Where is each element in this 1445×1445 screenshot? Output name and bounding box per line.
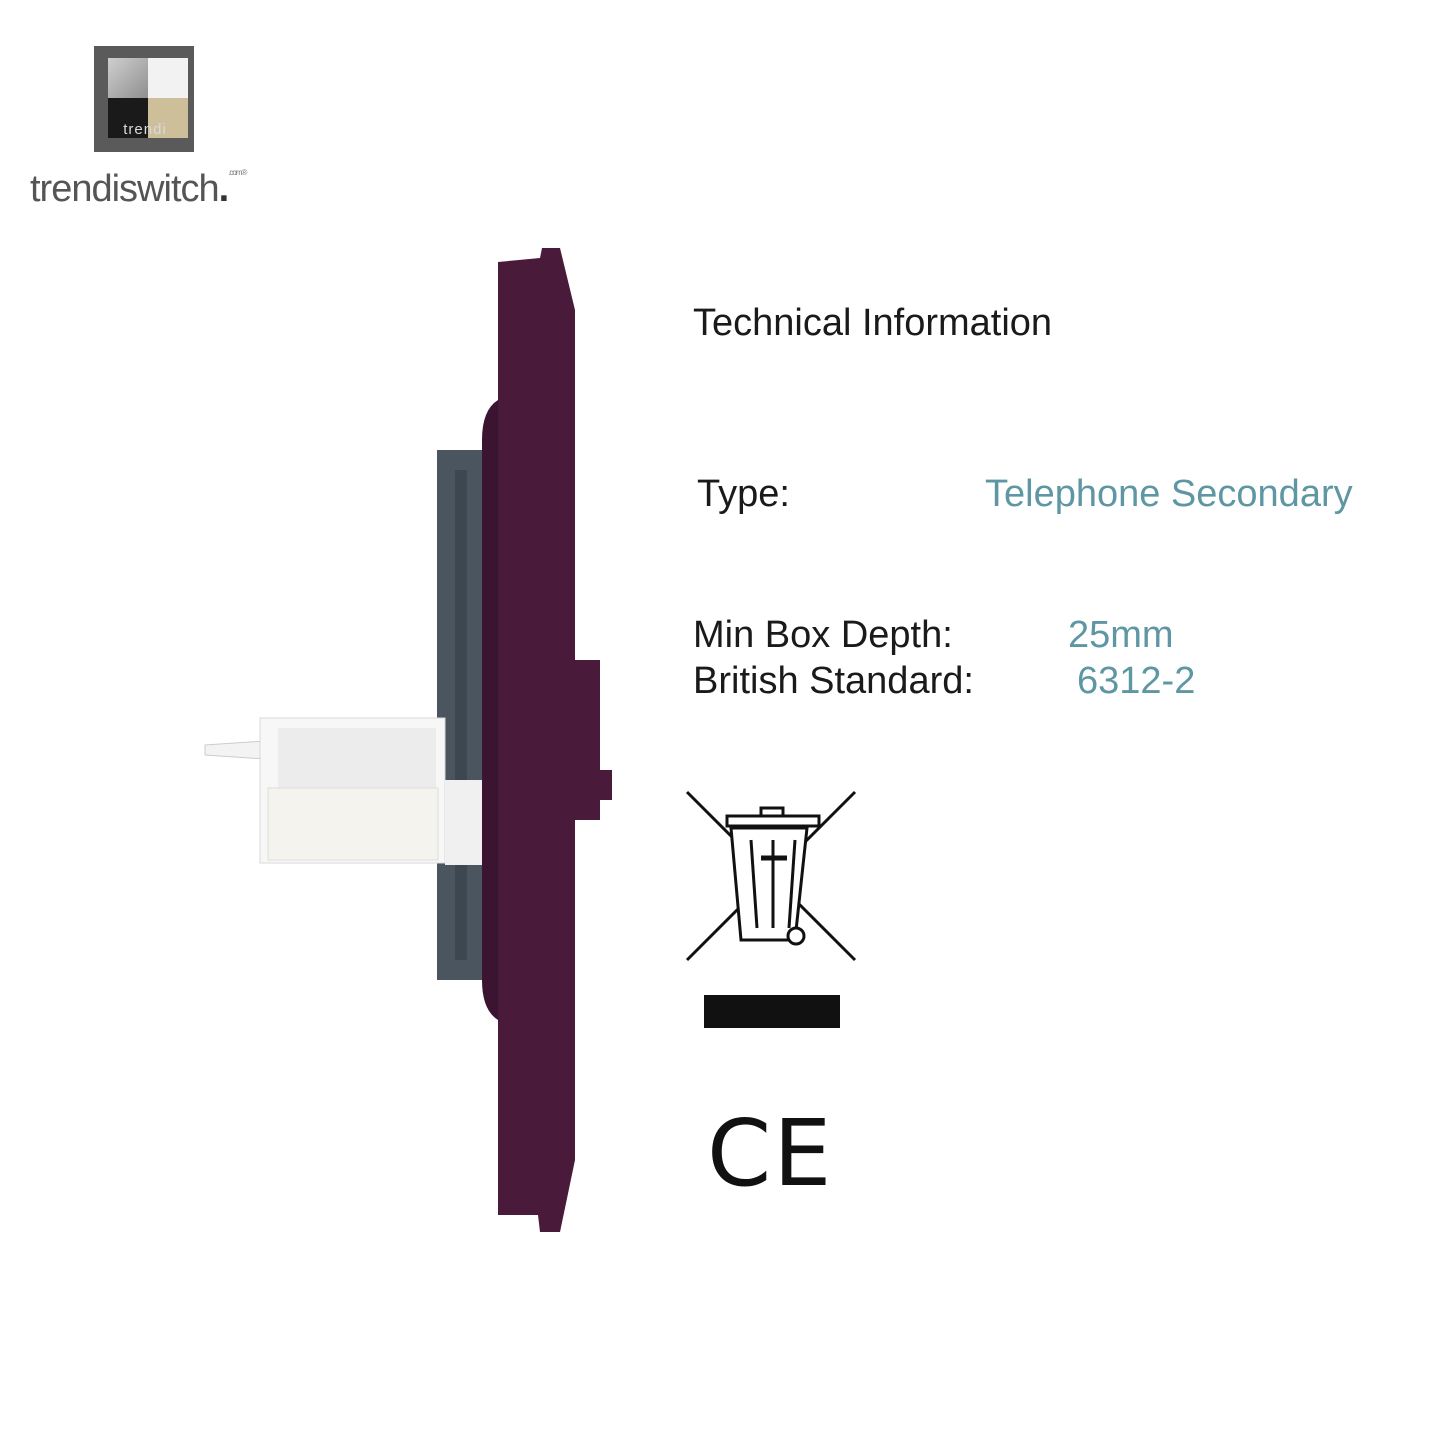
registered-mark: ® [241, 168, 248, 177]
logo-word: trendi [123, 121, 167, 138]
logo-tile-black [108, 98, 148, 138]
logo-tile-white [148, 58, 188, 98]
brand-logo [94, 46, 194, 152]
socket-side-view [204, 248, 612, 1232]
brand-suffix: .com [228, 168, 242, 177]
brand-name: trendiswitch..com® [30, 168, 248, 210]
british-standard-label: British Standard: [693, 660, 974, 702]
face-plate [498, 248, 575, 1232]
min-box-depth-label: Min Box Depth: [693, 614, 953, 656]
type-label: Type: [697, 473, 790, 515]
brand-name-text: trendiswitch [30, 168, 220, 210]
weee-crossed-bin-icon [685, 790, 857, 962]
tech-info-heading: Technical Information [693, 302, 1053, 344]
logo-tile-silver [108, 58, 148, 98]
british-standard-value: 6312-2 [1077, 660, 1196, 702]
weee-bar [704, 995, 840, 1028]
ce-mark: CE [707, 1100, 834, 1207]
min-box-depth-value: 25mm [1068, 614, 1174, 656]
logo-tile-gold [148, 98, 188, 138]
type-value: Telephone Secondary [985, 473, 1353, 515]
